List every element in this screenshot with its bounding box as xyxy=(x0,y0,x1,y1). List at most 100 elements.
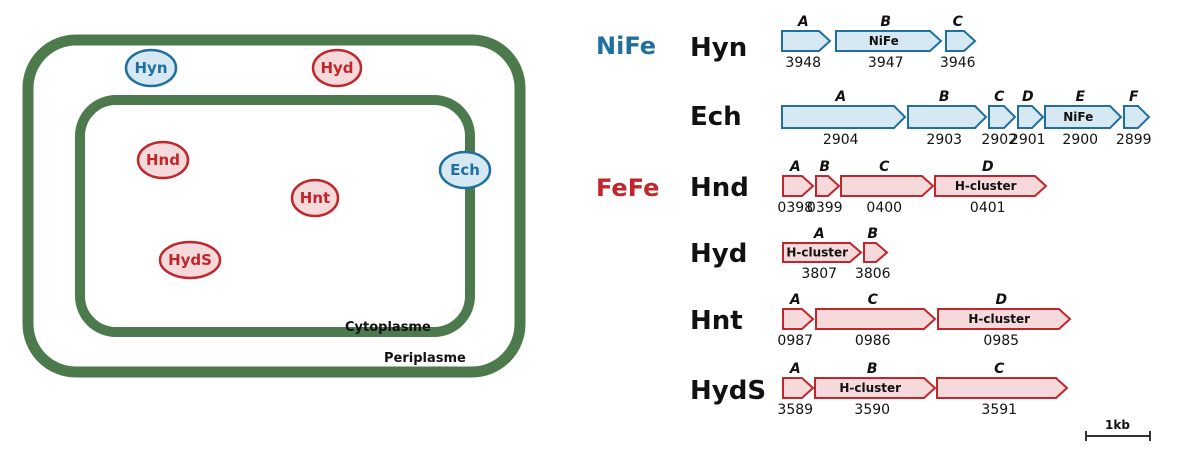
enzyme-label: Hnt xyxy=(300,189,330,207)
gene-arrow xyxy=(782,242,863,263)
gene-arrow xyxy=(781,105,907,129)
gene-2904: A 2904 xyxy=(781,89,907,148)
gene-arrow xyxy=(781,30,832,52)
gene-2899: F 2899 xyxy=(1116,89,1152,148)
operon-name: Hyd xyxy=(690,239,747,269)
gene-arrow xyxy=(1044,105,1123,129)
gene-arrow xyxy=(936,377,1069,399)
enzyme-hyd: Hyd xyxy=(311,48,363,88)
gene-letter: A xyxy=(797,14,809,30)
gene-0398: A 0398 xyxy=(777,159,815,216)
gene-domain-label: H-cluster xyxy=(968,312,1030,326)
gene-id: 2900 xyxy=(1062,132,1098,148)
enzyme-label: Hyn xyxy=(134,59,167,77)
gene-0400: C 0400 xyxy=(840,159,935,216)
gene-id: 3807 xyxy=(801,266,837,282)
gene-id: 0400 xyxy=(866,200,902,216)
gene-2902: C 2902 xyxy=(981,89,1017,148)
gene-arrow xyxy=(815,308,937,330)
gene-letter: F xyxy=(1129,89,1139,105)
enzyme-label: Hyd xyxy=(320,59,353,77)
enzyme-hnd: Hnd xyxy=(136,140,190,180)
gene-arrow xyxy=(840,175,935,197)
gene-domain-label: H-cluster xyxy=(786,246,848,260)
gene-arrow xyxy=(782,377,815,399)
gene-letter: A xyxy=(789,292,801,308)
gene-id: 3947 xyxy=(868,55,904,71)
enzyme-label: HydS xyxy=(168,251,212,269)
operon-name: Hnd xyxy=(690,173,749,203)
gene-arrow xyxy=(937,308,1072,330)
enzyme-label: Hnd xyxy=(146,151,180,169)
gene-id: 2903 xyxy=(926,132,962,148)
gene-2900: E 2900 NiFe xyxy=(1044,89,1123,148)
gene-id: 0398 xyxy=(777,200,813,216)
gene-letter: B xyxy=(819,159,830,175)
gene-domain-label: NiFe xyxy=(869,34,899,48)
enzyme-hyds: HydS xyxy=(158,240,222,280)
gene-arrow xyxy=(945,30,977,52)
gene-letter: E xyxy=(1075,89,1085,105)
gene-letter: D xyxy=(982,159,994,175)
gene-id: 3590 xyxy=(854,402,890,418)
operon-hnd: Hnd A 0398 B 0399 C 0400 D 0401 H-cluster xyxy=(690,159,1048,216)
gene-letter: C xyxy=(994,361,1005,377)
gene-arrow xyxy=(835,30,943,52)
gene-letter: A xyxy=(834,89,846,105)
gene-domain-label: H-cluster xyxy=(839,381,901,395)
class-label-fefe: FeFe xyxy=(596,174,659,202)
gene-letter: A xyxy=(813,226,825,242)
gene-id: 2899 xyxy=(1116,132,1152,148)
gene-letter: A xyxy=(789,159,801,175)
gene-arrow xyxy=(1017,105,1045,129)
gene-3590: B 3590 H-cluster xyxy=(814,361,937,418)
operon-name: HydS xyxy=(690,376,766,406)
gene-id: 0986 xyxy=(855,333,891,349)
gene-arrow xyxy=(863,242,889,263)
enzyme-label: Ech xyxy=(450,161,480,179)
gene-2903: B 2903 xyxy=(907,89,988,148)
gene-id: 3806 xyxy=(855,266,891,282)
operon-name: Hnt xyxy=(690,306,743,336)
gene-letter: B xyxy=(939,89,950,105)
gene-letter: D xyxy=(1022,89,1034,105)
scale-bar: 1kb xyxy=(1085,418,1151,441)
gene-id: 0401 xyxy=(970,200,1006,216)
gene-letter: D xyxy=(995,292,1007,308)
gene-letter: C xyxy=(953,14,964,30)
scale-bar-label: 1kb xyxy=(1105,418,1130,432)
gene-id: 2902 xyxy=(981,132,1017,148)
gene-id: 0985 xyxy=(983,333,1019,349)
gene-letter: C xyxy=(879,159,890,175)
inner-membrane xyxy=(75,95,475,337)
gene-domain-label: H-cluster xyxy=(955,179,1017,193)
gene-id: 0399 xyxy=(807,200,843,216)
gene-id: 2904 xyxy=(823,132,859,148)
gene-arrow xyxy=(815,175,841,197)
enzyme-hnt: Hnt xyxy=(290,178,340,218)
gene-id: 3948 xyxy=(785,55,821,71)
gene-arrow xyxy=(934,175,1048,197)
gene-letter: B xyxy=(867,361,878,377)
gene-arrow xyxy=(814,377,937,399)
class-label-nife: NiFe xyxy=(596,32,656,60)
gene-letter: C xyxy=(994,89,1005,105)
gene-domain-label: NiFe xyxy=(1063,110,1093,124)
gene-3807: A 3807 H-cluster xyxy=(782,226,863,282)
gene-0985: D 0985 H-cluster xyxy=(937,292,1072,349)
enzyme-hyn: Hyn xyxy=(124,48,178,88)
